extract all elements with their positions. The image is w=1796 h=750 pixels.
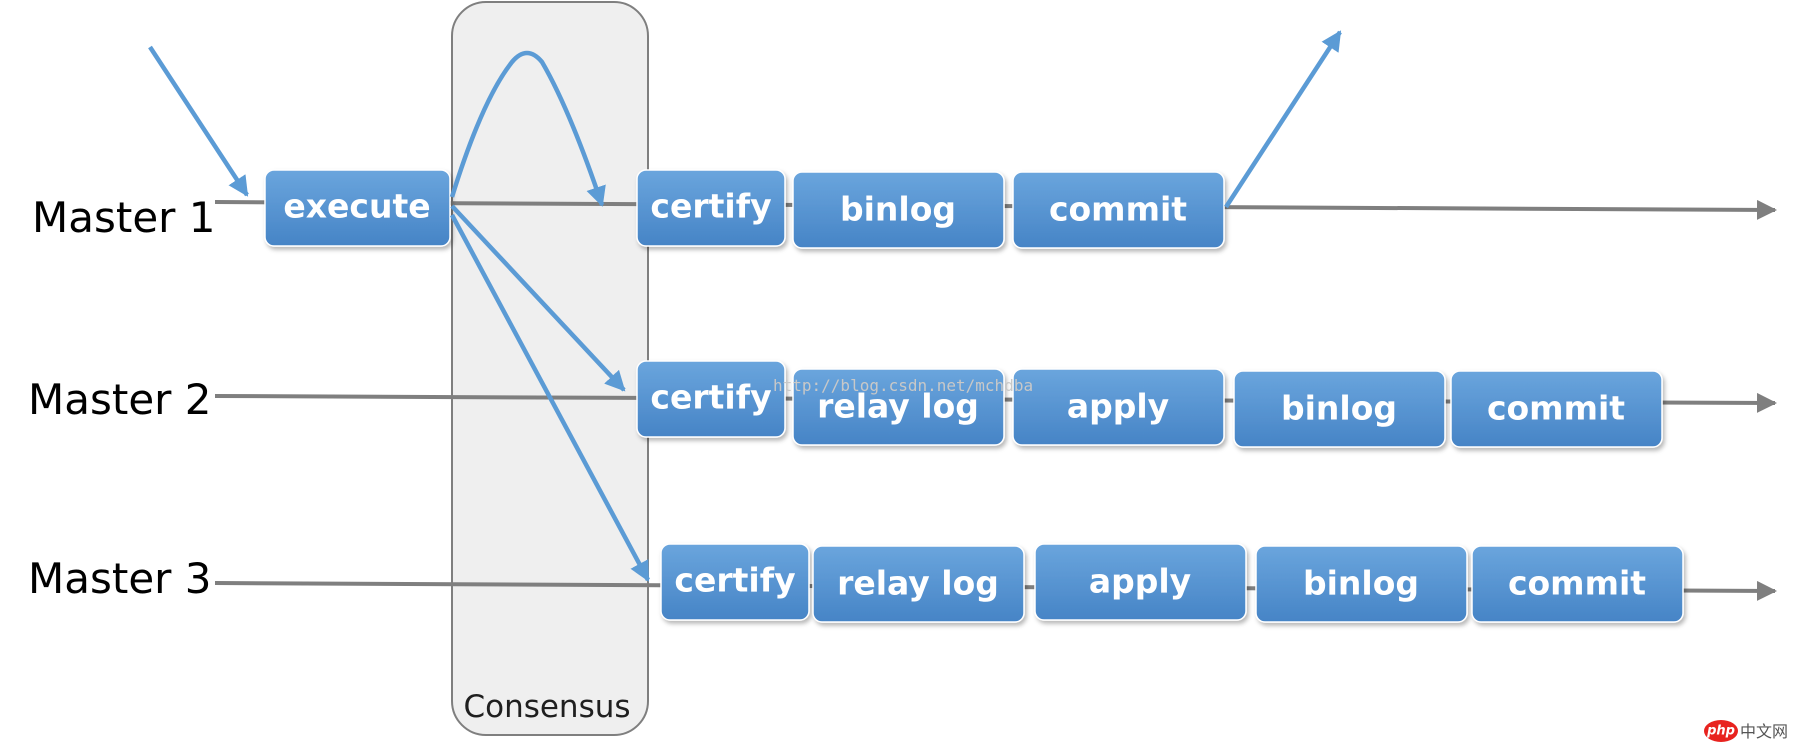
- step-apply: apply: [1034, 543, 1247, 621]
- step-label: commit: [1508, 564, 1646, 603]
- lane-label-master-2: Master 2: [28, 375, 212, 424]
- step-commit: commit: [1450, 370, 1663, 448]
- response-out-arrow: [1224, 30, 1342, 209]
- step-box: [636, 360, 786, 438]
- step-commit: commit: [1012, 171, 1225, 249]
- step-relay-log: relay log: [792, 368, 1005, 446]
- step-certify: certify: [636, 360, 786, 438]
- step-certify: certify: [636, 169, 786, 247]
- consensus-label: Consensus: [463, 689, 630, 725]
- brand-badge-text: php: [1706, 724, 1735, 739]
- step-apply: apply: [1012, 368, 1225, 446]
- step-label: commit: [1049, 190, 1187, 229]
- step-label: relay log: [817, 387, 979, 426]
- step-label: binlog: [1281, 389, 1397, 428]
- step-relay-log: relay log: [812, 545, 1025, 623]
- brand-logo: php 中文网: [1704, 720, 1788, 742]
- lane-master-2-steps: certify relay log apply binlog commit: [636, 360, 1663, 448]
- step-label: certify: [674, 561, 795, 600]
- lane-labels: Master 1 Master 2 Master 3: [28, 193, 216, 603]
- replicate-to-master-3-arrow: [450, 213, 650, 582]
- step-binlog: binlog: [1255, 545, 1468, 623]
- step-execute: execute: [264, 169, 451, 247]
- step-box: [812, 545, 1025, 623]
- step-box: [636, 169, 786, 247]
- step-label: commit: [1487, 389, 1625, 428]
- step-box: [1034, 543, 1247, 621]
- replicate-to-master-2-arrow: [450, 204, 626, 392]
- step-box: [1255, 545, 1468, 623]
- step-label: certify: [650, 378, 771, 417]
- request-in-arrow: [148, 45, 249, 197]
- consensus-loop-arrow: [449, 50, 606, 207]
- brand-text: 中文网: [1740, 722, 1788, 741]
- step-box: [1233, 370, 1446, 448]
- step-binlog: binlog: [792, 171, 1005, 249]
- step-box: [1012, 368, 1225, 446]
- step-box: [792, 368, 1005, 446]
- step-binlog: binlog: [1233, 370, 1446, 448]
- watermark-text: http://blog.csdn.net/mchdba: [773, 376, 1033, 395]
- lane-label-master-1: Master 1: [32, 193, 216, 242]
- step-box: [660, 543, 810, 621]
- flow-arrows: [148, 30, 1342, 582]
- step-commit: commit: [1471, 545, 1684, 623]
- step-label: apply: [1089, 562, 1191, 601]
- step-certify: certify: [660, 543, 810, 621]
- step-box: [264, 169, 451, 247]
- lane-master-3-steps: certify relay log apply binlog commit: [660, 543, 1684, 623]
- step-label: certify: [650, 187, 771, 226]
- step-box: [1012, 171, 1225, 249]
- step-box: [1450, 370, 1663, 448]
- step-label: apply: [1067, 387, 1169, 426]
- step-box: [792, 171, 1005, 249]
- step-label: binlog: [1303, 564, 1419, 603]
- step-box: [1471, 545, 1684, 623]
- brand-badge: [1704, 720, 1738, 742]
- lane-label-master-3: Master 3: [28, 554, 212, 603]
- step-label: relay log: [837, 564, 999, 603]
- step-label: execute: [283, 187, 430, 226]
- lane-master-1-steps: execute certify binlog commit: [264, 169, 1225, 249]
- step-label: binlog: [840, 190, 956, 229]
